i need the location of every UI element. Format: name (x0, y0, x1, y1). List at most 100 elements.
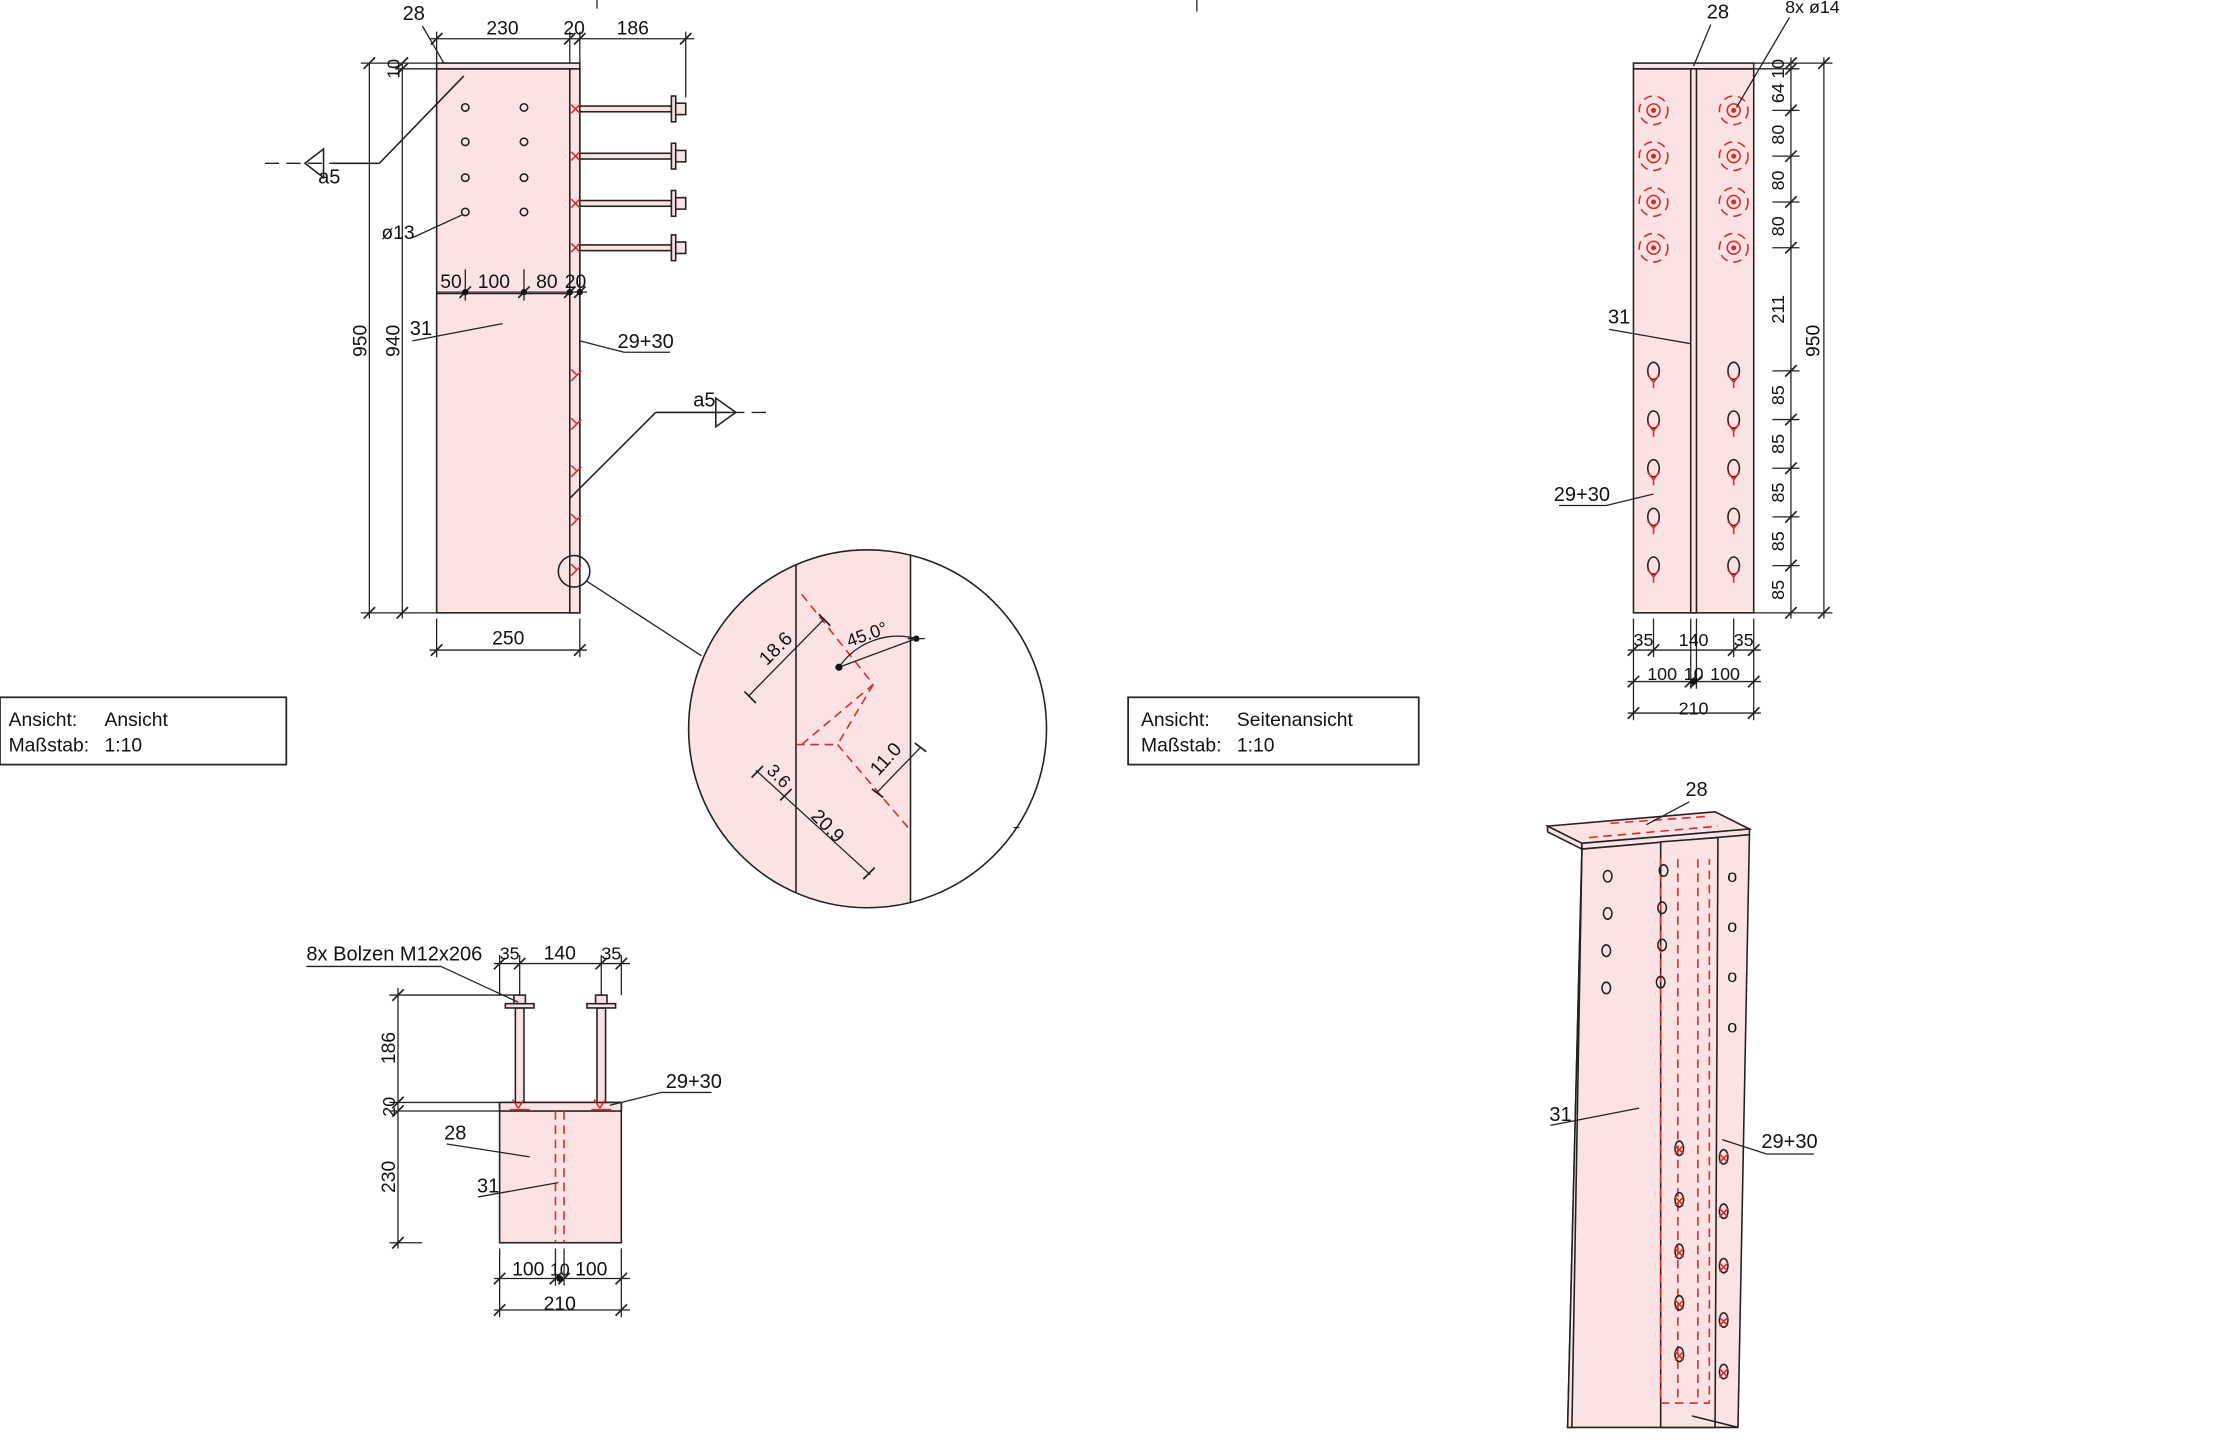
title-block-front: Ansicht: Ansicht Maßstab: 1:10 (0, 696, 288, 766)
front-dim-10: 10 (383, 59, 403, 79)
plan-dim-20: 20 (379, 1097, 399, 1117)
side-dim-10-bottom: 10 (1684, 664, 1704, 684)
front-dim-250: 250 (492, 628, 524, 649)
plan-stud-left (504, 994, 535, 1111)
tb1-value-scale: 1:10 (105, 736, 143, 757)
plan-dim-35-left: 35 (500, 943, 520, 963)
plan-view: 35 140 35 186 20 230 100 10 100 210 (306, 943, 722, 1318)
front-dim-left: 950 940 10 (350, 56, 437, 620)
plan-dim-35-right: 35 (601, 943, 621, 963)
iso-view: o o o o 28 31 29+30 (1544, 779, 1818, 1429)
tb2-value-view: Seitenansicht (1237, 710, 1354, 731)
weld-a5-left: a5 (318, 166, 340, 188)
front-label-29-30: 29+30 (618, 331, 674, 353)
front-dim-holes: 50 100 80 20 (436, 269, 587, 301)
plan-dim-186: 186 (379, 1032, 400, 1064)
side-label-31: 31 (1608, 307, 1630, 329)
side-dim-right: 10 64 80 80 80 211 85 85 85 85 85 950 (1753, 56, 1833, 620)
front-detail-marker (557, 554, 591, 588)
front-labels: 28 31 29+30 ø13 (381, 3, 673, 353)
front-dim-950: 950 (350, 325, 371, 357)
plan-dim-230: 230 (379, 1161, 400, 1193)
side-dim-211: 211 (1768, 295, 1788, 324)
front-dim-940: 940 (383, 325, 404, 357)
plan-callout-bolts: 8x Bolzen M12x206 (306, 944, 482, 966)
iso-label-29-30: 29+30 (1761, 1131, 1817, 1153)
side-dim-35-left: 35 (1634, 630, 1654, 650)
side-dim-100-right: 100 (1710, 664, 1740, 684)
side-dim-35-right: 35 (1734, 630, 1754, 650)
front-dim-100: 100 (478, 272, 510, 293)
svg-text:o: o (1727, 966, 1737, 986)
side-view: 10 64 80 80 80 211 85 85 85 85 85 950 (1554, 0, 1840, 721)
front-dim-186: 186 (617, 18, 649, 39)
side-label-29-30: 29+30 (1554, 484, 1610, 506)
svg-text:o: o (1727, 866, 1737, 886)
front-label-28: 28 (403, 3, 425, 25)
front-dim-20-top: 20 (563, 18, 584, 39)
side-dim-100-left: 100 (1647, 664, 1677, 684)
title-block-side: Ansicht: Seitenansicht Maßstab: 1:10 (1127, 696, 1420, 766)
plan-label-29-30: 29+30 (666, 1071, 722, 1093)
plan-base-plate (498, 1101, 623, 1244)
front-dim-bottom: 250 (429, 618, 587, 658)
plan-dim-100-right: 100 (575, 1260, 607, 1281)
front-top-plate-28 (435, 62, 581, 70)
side-dim-80-b: 80 (1768, 170, 1788, 190)
front-weld-marks (570, 368, 582, 577)
weld-symbol-right: a5 (569, 390, 774, 499)
plan-label-31: 31 (477, 1176, 499, 1198)
side-dim-64: 64 (1768, 83, 1788, 103)
side-dim-140: 140 (1679, 630, 1709, 650)
front-label-hole-dia: ø13 (381, 223, 414, 244)
side-dim-bottom: 35 140 35 100 10 100 210 (1627, 618, 1761, 721)
side-dim-85-b: 85 (1768, 434, 1788, 454)
front-hole-pattern (460, 102, 529, 217)
side-dim-950: 950 (1804, 325, 1825, 357)
weld-symbol-left: a5 (264, 75, 465, 188)
plan-label-28: 28 (444, 1123, 466, 1145)
tb2-label-scale: Maßstab: (1141, 736, 1222, 757)
front-dim-top: 230 20 186 (429, 18, 695, 98)
front-dim-80: 80 (536, 272, 557, 293)
front-column-flange (568, 68, 581, 614)
svg-text:o: o (1727, 1016, 1737, 1036)
front-label-31: 31 (410, 318, 432, 340)
sheet-marks (596, 0, 1198, 12)
side-dim-80-a: 80 (1768, 125, 1788, 145)
iso-holes: o o o o (1601, 864, 1737, 1036)
tb2-value-scale: 1:10 (1237, 736, 1275, 757)
side-label-28: 28 (1707, 2, 1729, 24)
side-dim-80-c: 80 (1768, 216, 1788, 236)
front-view: 230 20 186 950 940 10 (264, 3, 774, 658)
side-dim-85-c: 85 (1768, 483, 1788, 503)
plan-dim-140: 140 (544, 943, 576, 964)
front-dim-50: 50 (440, 272, 461, 293)
side-dim-85-e: 85 (1768, 580, 1788, 600)
iso-label-31: 31 (1549, 1104, 1571, 1126)
side-web-31 (1689, 68, 1698, 614)
plan-dim-210: 210 (544, 1294, 576, 1315)
iso-studs (1674, 1140, 1729, 1380)
side-top-holes (1638, 95, 1749, 263)
tb1-label-scale: Maßstab: (9, 736, 90, 757)
plan-dim-100-left: 100 (512, 1260, 544, 1281)
weld-a5-right: a5 (693, 390, 715, 412)
side-label-holes: 8x ø14 (1785, 0, 1840, 17)
iso-label-28: 28 (1685, 779, 1707, 801)
side-dim-85-d: 85 (1768, 531, 1788, 551)
svg-text:o: o (1727, 916, 1737, 936)
side-dim-210: 210 (1679, 698, 1709, 718)
front-studs (570, 95, 687, 262)
weld-detail: 18.6 45.0° 11.0 3.6 20.9 (687, 549, 1048, 909)
front-dim-230: 230 (486, 18, 518, 39)
plan-stud-right (586, 994, 617, 1111)
tb2-label-view: Ansicht: (1141, 710, 1210, 731)
front-dim-20-holes: 20 (565, 272, 586, 293)
plan-dim-10: 10 (550, 1260, 570, 1280)
side-dim-10: 10 (1768, 59, 1788, 79)
tb1-label-view: Ansicht: (9, 710, 78, 731)
side-dim-85-a: 85 (1768, 385, 1788, 405)
tb1-value-view: Ansicht (105, 710, 169, 731)
